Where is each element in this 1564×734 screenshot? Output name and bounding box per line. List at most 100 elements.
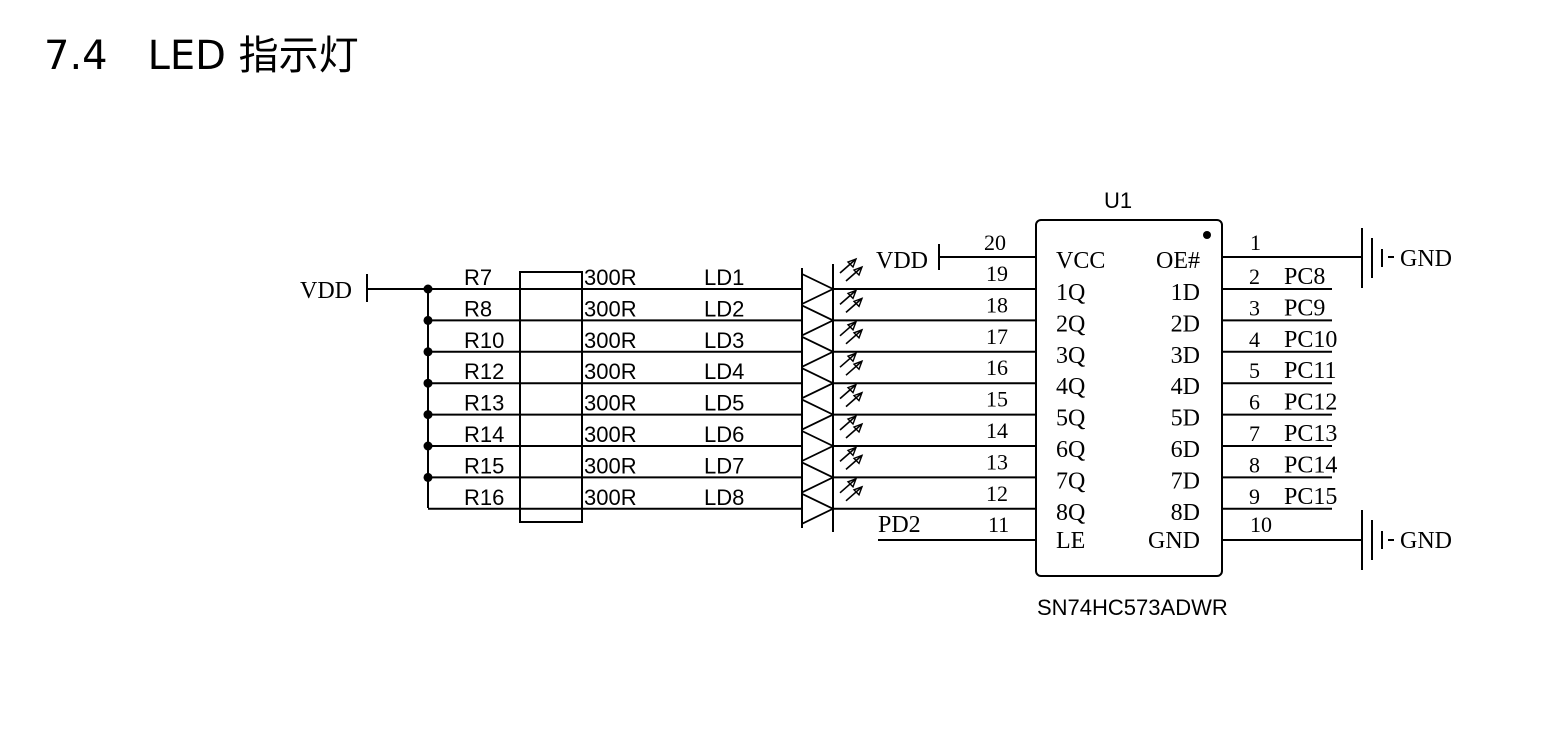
latch-pin-number: 19 bbox=[986, 261, 1008, 286]
latch-pin-number: 13 bbox=[986, 449, 1008, 474]
latch-pin-number: 12 bbox=[986, 481, 1008, 506]
chip-d-label: 7D bbox=[1171, 468, 1200, 494]
resistor-value-label: 300R bbox=[584, 453, 637, 478]
light-arrow-icon bbox=[839, 477, 857, 494]
chip-q-label: 5Q bbox=[1056, 406, 1085, 432]
resistor-ref-label: R16 bbox=[464, 485, 504, 510]
resistor-ref-label: R15 bbox=[464, 453, 504, 478]
data-net-label: PC11 bbox=[1284, 358, 1336, 384]
led-ref-label: LD8 bbox=[704, 485, 744, 510]
chip-d-label: 5D bbox=[1171, 406, 1200, 432]
data-net-label: PC10 bbox=[1284, 327, 1337, 353]
light-arrow-icon bbox=[845, 297, 863, 314]
ground-symbol-bottom bbox=[1361, 510, 1394, 570]
chip-d-label: 4D bbox=[1171, 374, 1200, 400]
led-ref-label: LD1 bbox=[704, 265, 744, 290]
chip-d-label: 8D bbox=[1171, 500, 1200, 526]
data-input-5D: 5D 6 PC12 bbox=[1171, 390, 1338, 432]
page-title: 7.4 LED 指示灯 bbox=[44, 33, 359, 79]
chip-vcc-label: VCC bbox=[1056, 248, 1105, 274]
chip-gnd-label: GND bbox=[1148, 528, 1200, 554]
vcc-pin-number: 20 bbox=[984, 230, 1006, 255]
led-diode-icon bbox=[801, 492, 836, 526]
led-diode-icon bbox=[801, 398, 836, 432]
chip-ref: U1 bbox=[1104, 188, 1132, 213]
gnd-label-bottom: GND bbox=[1400, 528, 1452, 554]
light-arrow-icon bbox=[845, 391, 863, 408]
led-diode-icon bbox=[801, 272, 836, 306]
chip-d-label: 1D bbox=[1171, 280, 1200, 306]
chip-q-label: 7Q bbox=[1056, 468, 1085, 494]
chip-pin1-dot bbox=[1203, 231, 1211, 239]
led-diode-icon bbox=[801, 366, 836, 400]
chip-d-label: 2D bbox=[1171, 311, 1200, 337]
le-pin-number: 11 bbox=[988, 512, 1009, 537]
data-net-label: PC8 bbox=[1284, 264, 1325, 290]
light-arrow-icon bbox=[839, 289, 857, 306]
latch-pin-number: 16 bbox=[986, 355, 1008, 380]
data-pin-number: 5 bbox=[1249, 358, 1260, 383]
chip-body bbox=[1035, 219, 1223, 577]
led-ref-label: LD2 bbox=[704, 296, 744, 321]
led-diode-icon bbox=[801, 429, 836, 463]
chip-q-label: 2Q bbox=[1056, 311, 1085, 337]
led-ref-label: LD7 bbox=[704, 453, 744, 478]
light-arrow-icon bbox=[839, 320, 857, 337]
data-input-1D: 1D 2 PC8 bbox=[1171, 264, 1332, 306]
chip-d-label: 3D bbox=[1171, 343, 1200, 369]
chip-q-label: 8Q bbox=[1056, 500, 1085, 526]
data-net-label: PC14 bbox=[1284, 452, 1337, 478]
chip-q-label: 6Q bbox=[1056, 437, 1085, 463]
oe-pin-number: 1 bbox=[1250, 230, 1261, 255]
data-net-label: PC13 bbox=[1284, 421, 1337, 447]
chip-q-label: 3Q bbox=[1056, 343, 1085, 369]
resistor-value-label: 300R bbox=[584, 485, 637, 510]
data-net-label: PC9 bbox=[1284, 295, 1325, 321]
resistor-value-label: 300R bbox=[584, 422, 637, 447]
light-arrow-icon bbox=[845, 360, 863, 377]
light-arrow-icon bbox=[839, 446, 857, 463]
resistor-ref-label: R7 bbox=[464, 265, 492, 290]
le-net-label: PD2 bbox=[878, 512, 921, 538]
resistor-ref-label: R12 bbox=[464, 359, 504, 384]
led-ref-label: LD6 bbox=[704, 422, 744, 447]
data-pin-number: 2 bbox=[1249, 264, 1260, 289]
led-diode-icon bbox=[801, 335, 836, 369]
chip-part-number: SN74HC573ADWR bbox=[1037, 595, 1228, 620]
data-net-label: PC12 bbox=[1284, 390, 1337, 416]
resistor-array-body bbox=[519, 271, 583, 523]
chip-q-label: 4Q bbox=[1056, 374, 1085, 400]
light-arrow-icon bbox=[845, 423, 863, 439]
led-ref-label: LD3 bbox=[704, 328, 744, 353]
vdd-label-resistors: VDD bbox=[300, 278, 352, 304]
led-ref-label: LD4 bbox=[704, 359, 744, 384]
led-channel-8: R16 300R LD8 12 8Q bbox=[428, 477, 1085, 526]
resistor-value-label: 300R bbox=[584, 391, 637, 416]
data-pin-number: 6 bbox=[1249, 390, 1260, 415]
chip-le-label: LE bbox=[1056, 528, 1085, 554]
gnd-label-top: GND bbox=[1400, 246, 1452, 272]
vdd-label-chip: VDD bbox=[876, 248, 928, 274]
led-diode-icon bbox=[801, 460, 836, 494]
light-arrow-icon bbox=[839, 383, 857, 400]
gnd-pin-number: 10 bbox=[1250, 512, 1272, 537]
light-arrow-icon bbox=[845, 328, 863, 345]
light-arrow-icon bbox=[845, 454, 863, 471]
light-arrow-icon bbox=[839, 352, 857, 369]
resistor-value-label: 300R bbox=[584, 265, 637, 290]
resistor-value-label: 300R bbox=[584, 328, 637, 353]
resistor-ref-label: R13 bbox=[464, 391, 504, 416]
